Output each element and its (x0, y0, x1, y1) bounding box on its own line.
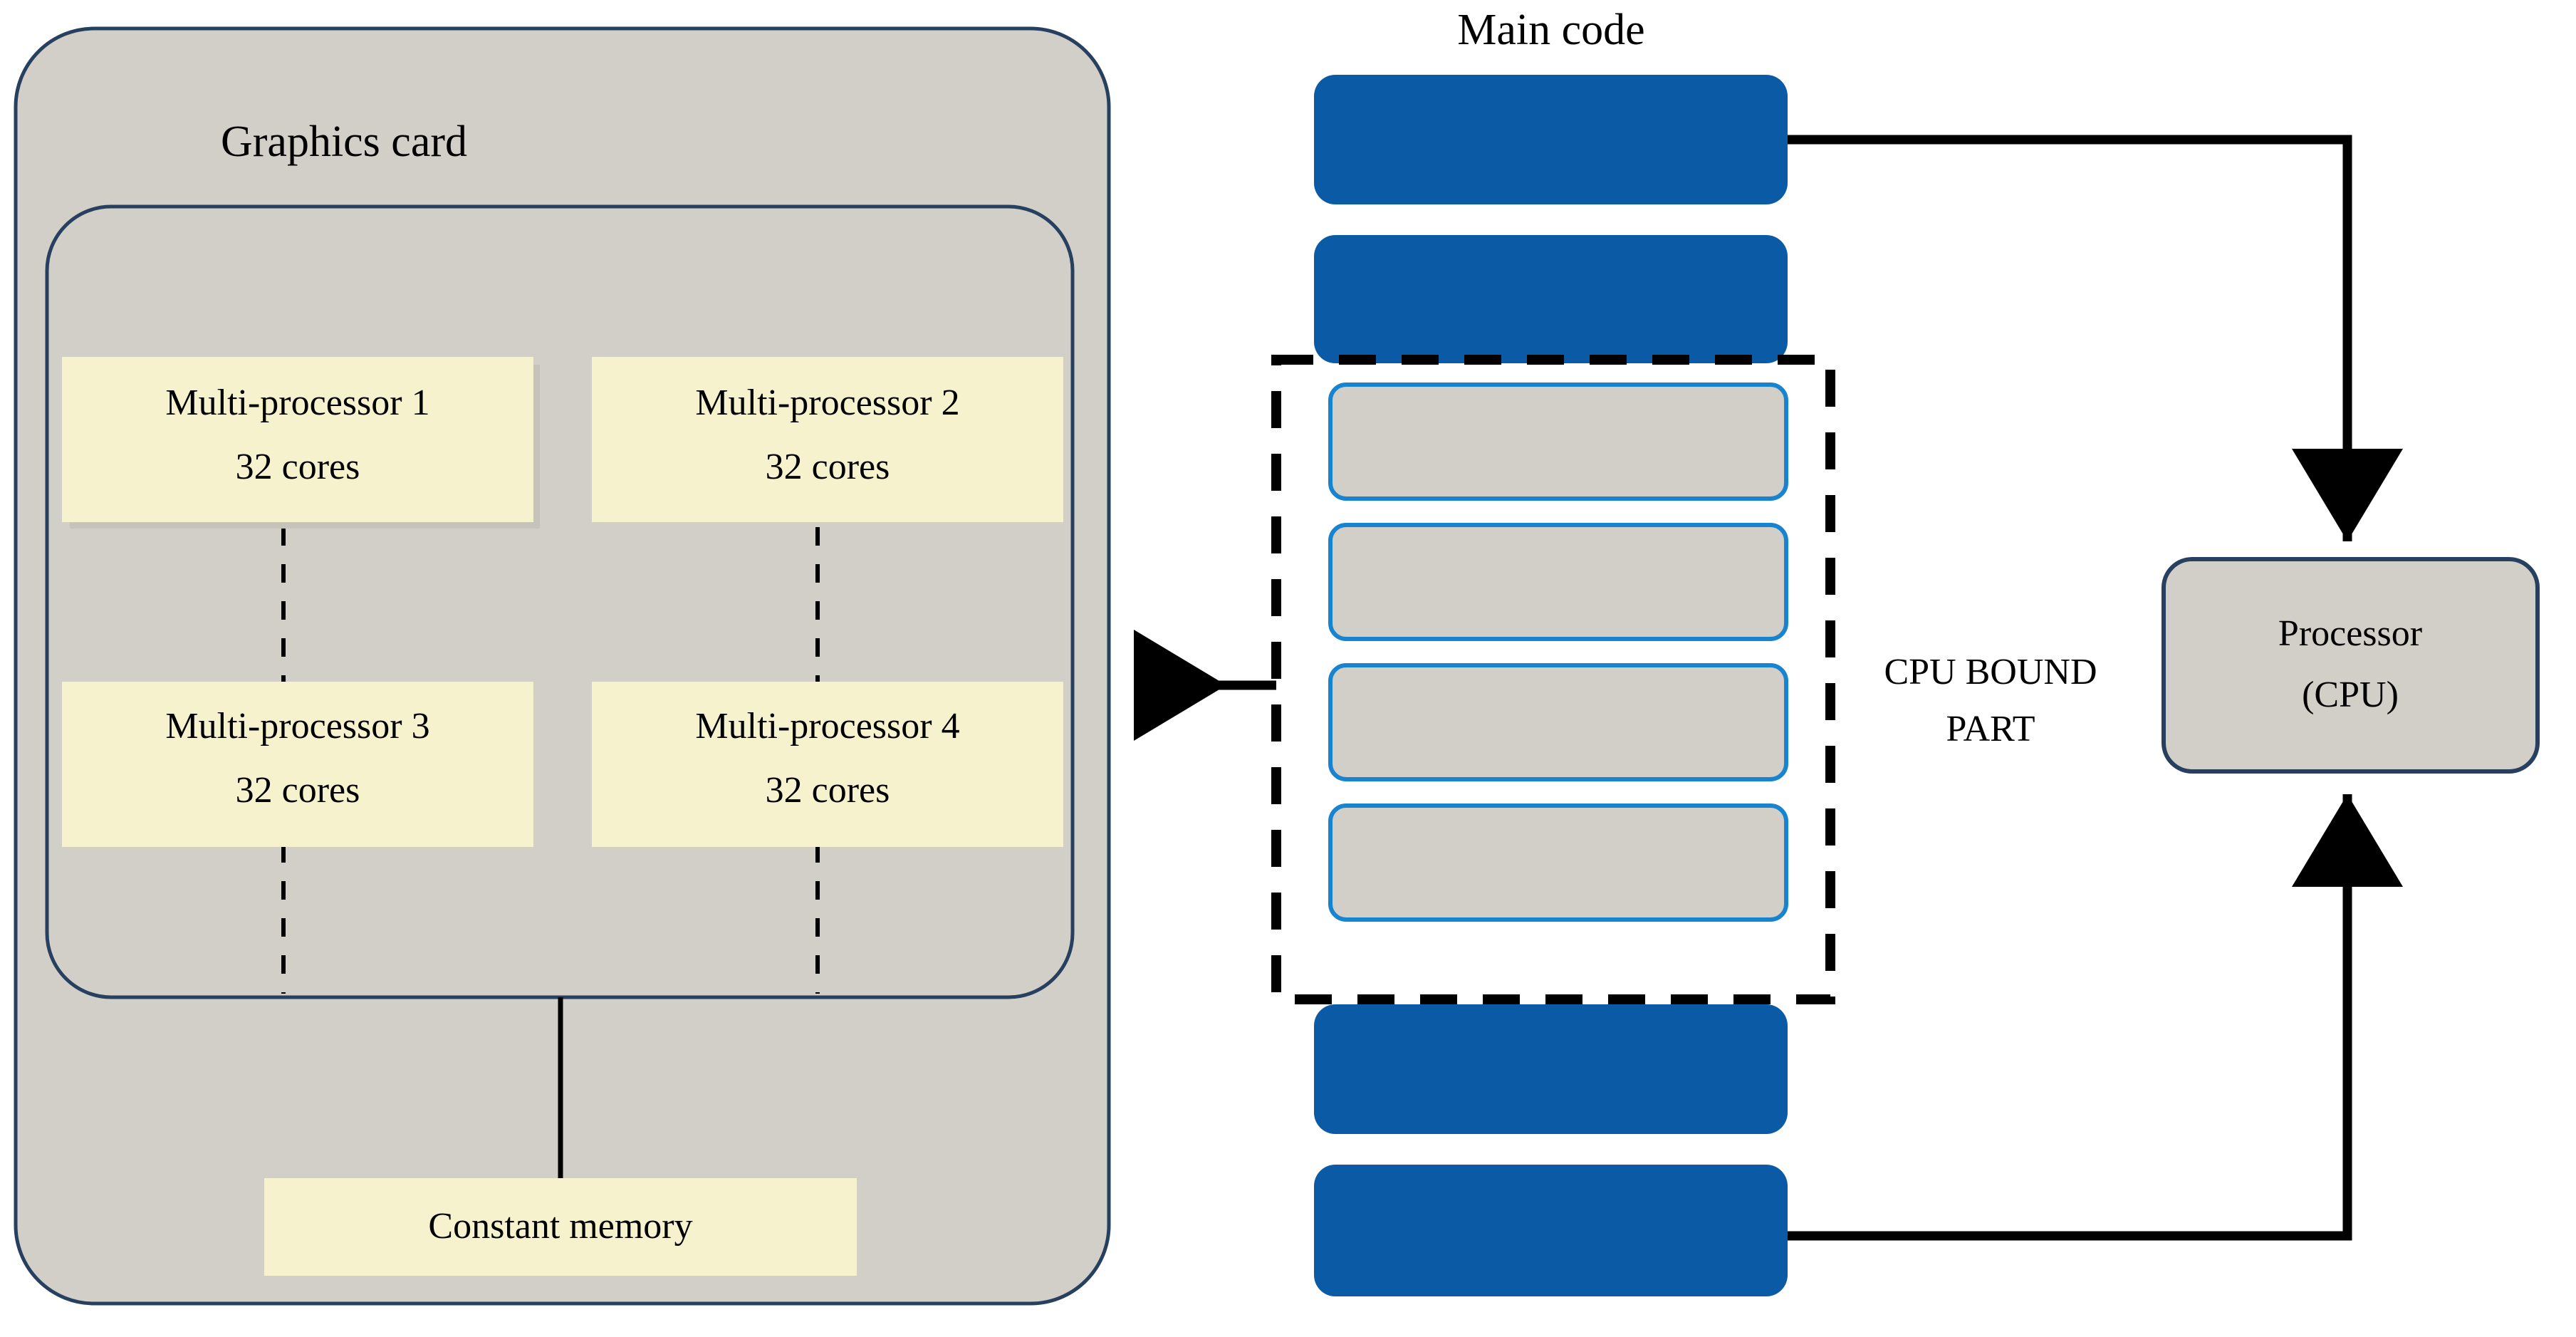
processor-to-main-code-arrow (1788, 794, 2403, 1241)
cpu-bound-label-line-2: PART (1946, 709, 2035, 749)
multiprocessor-3-box (62, 682, 533, 847)
multiprocessor-4-name: Multi-processor 4 (695, 706, 959, 746)
constant-memory: Constant memory (264, 1178, 857, 1276)
processor-box (2162, 557, 2540, 774)
constant-memory-label: Constant memory (428, 1206, 692, 1247)
multiprocessor-1-cores: 32 cores (236, 447, 360, 487)
multiprocessor-3-name: Multi-processor 3 (165, 706, 429, 746)
multiprocessor-2-box (592, 357, 1063, 522)
multiprocessor-1-box (62, 357, 533, 522)
gpu-offloaded-block-4 (1328, 803, 1788, 922)
gpu-offloaded-block-2 (1328, 523, 1788, 641)
graphics-card-group: Graphics card Multi-processor 1 32 cores… (14, 26, 1111, 1306)
multiprocessor-4-cores: 32 cores (766, 770, 890, 811)
gpu-offloaded-block-3 (1328, 663, 1788, 781)
main-code-block-1 (1314, 75, 1788, 204)
constant-memory-box (264, 1178, 857, 1276)
connectors-group (1134, 135, 2403, 1241)
graphics-card-inner-panel (45, 204, 1075, 999)
main-code-title: Main code (1457, 6, 1644, 54)
main-code-group: Main code CPU BOUND PART (1271, 6, 2097, 1296)
multiprocessor-1: Multi-processor 1 32 cores (62, 357, 540, 529)
main-code-block-3 (1314, 1004, 1788, 1134)
main-code-block-4 (1314, 1165, 1788, 1296)
multiprocessor-1-name: Multi-processor 1 (165, 383, 429, 423)
multiprocessor-2-cores: 32 cores (766, 447, 890, 487)
processor-label-line-2: (CPU) (2302, 675, 2399, 715)
multiprocessor-4: Multi-processor 4 32 cores (592, 682, 1063, 847)
main-code-block-2 (1314, 235, 1788, 363)
processor-group: Processor (CPU) (2162, 557, 2540, 774)
multiprocessor-4-box (592, 682, 1063, 847)
cpu-bound-dashed-boundary (1271, 355, 1835, 1004)
multiprocessor-3-cores: 32 cores (236, 770, 360, 811)
gpu-offloaded-block-1 (1328, 383, 1788, 501)
graphics-card-title: Graphics card (221, 118, 467, 166)
processor-label-line-1: Processor (2278, 613, 2422, 654)
multiprocessor-2: Multi-processor 2 32 cores (592, 357, 1063, 522)
main-code-to-processor-arrow (1788, 135, 2403, 541)
multiprocessor-3: Multi-processor 3 32 cores (62, 682, 533, 847)
cpu-bound-label-line-1: CPU BOUND (1884, 652, 2097, 692)
multiprocessor-2-name: Multi-processor 2 (695, 383, 959, 423)
